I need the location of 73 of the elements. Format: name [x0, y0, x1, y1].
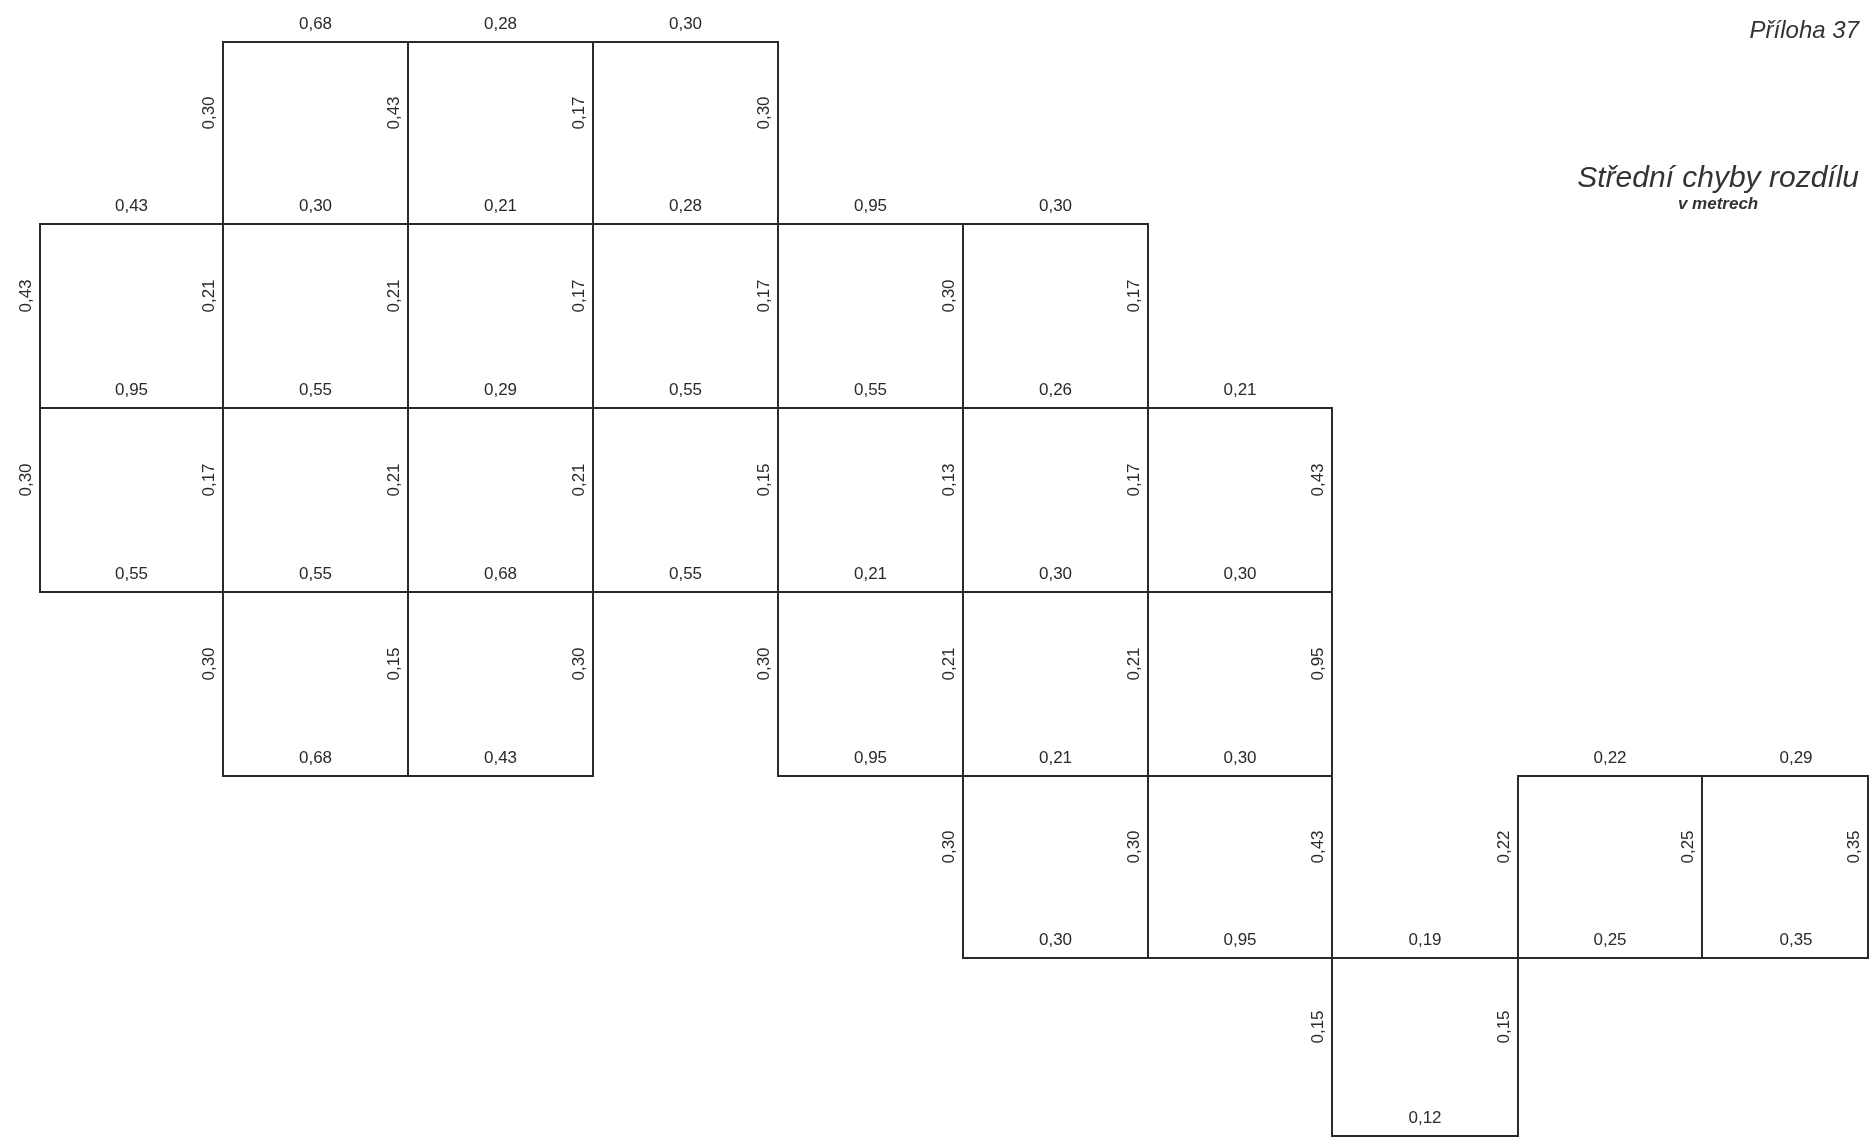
value-label: 0,22 — [1495, 830, 1513, 864]
value-label: 0,21 — [1038, 749, 1073, 767]
value-label: 0,17 — [570, 279, 588, 313]
value-label: 0,30 — [668, 15, 703, 33]
value-label: 0,25 — [1593, 931, 1627, 949]
value-label: 0,28 — [483, 15, 518, 33]
value-label: 0,22 — [1593, 749, 1627, 767]
value-label: 0,30 — [940, 830, 958, 864]
value-label: 0,30 — [755, 647, 773, 681]
value-label: 0,21 — [853, 565, 888, 583]
value-label: 0,55 — [668, 565, 703, 583]
value-label: 0,68 — [298, 15, 333, 33]
value-label: 0,17 — [1125, 279, 1143, 313]
value-label: 0,21 — [1125, 647, 1143, 681]
value-label: 0,30 — [1038, 197, 1073, 215]
value-label: 0,17 — [570, 96, 588, 130]
value-label: 0,21 — [385, 279, 403, 313]
value-label: 0,15 — [385, 647, 403, 681]
value-label: 0,55 — [298, 565, 333, 583]
value-label: 0,43 — [385, 96, 403, 130]
value-label: 0,30 — [1038, 565, 1073, 583]
value-label: 0,19 — [1408, 931, 1442, 949]
value-label: 0,15 — [755, 463, 773, 497]
value-label: 0,43 — [483, 749, 518, 767]
value-label: 0,55 — [114, 565, 149, 583]
value-label: 0,15 — [1495, 1010, 1513, 1044]
value-label: 0,21 — [1223, 381, 1257, 399]
value-label: 0,25 — [1679, 830, 1697, 864]
value-label: 0,30 — [200, 647, 218, 681]
value-label: 0,28 — [668, 197, 703, 215]
value-label: 0,68 — [483, 565, 518, 583]
value-label: 0,35 — [1845, 830, 1863, 864]
value-label: 0,30 — [1223, 565, 1257, 583]
value-label: 0,30 — [298, 197, 333, 215]
value-label: 0,17 — [755, 279, 773, 313]
value-label: 0,21 — [200, 279, 218, 313]
value-label: 0,35 — [1779, 931, 1813, 949]
value-label: 0,21 — [483, 197, 518, 215]
value-label: 0,29 — [1779, 749, 1813, 767]
annex-number: Příloha 37 — [1749, 16, 1859, 44]
value-label: 0,95 — [1223, 931, 1257, 949]
value-label: 0,95 — [853, 749, 888, 767]
value-label: 0,43 — [114, 197, 149, 215]
value-label: 0,95 — [853, 197, 888, 215]
value-label: 0,17 — [1125, 463, 1143, 497]
value-label: 0,21 — [570, 463, 588, 497]
value-label: 0,30 — [755, 96, 773, 130]
value-label: 0,30 — [570, 647, 588, 681]
value-label: 0,30 — [1038, 931, 1073, 949]
value-label: 0,30 — [200, 96, 218, 130]
value-label: 0,21 — [940, 647, 958, 681]
value-label: 0,43 — [1309, 463, 1327, 497]
value-label: 0,15 — [1309, 1010, 1327, 1044]
unit-subtitle: v metrech — [1677, 194, 1759, 214]
value-label: 0,95 — [114, 381, 149, 399]
value-label: 0,26 — [1038, 381, 1073, 399]
value-label: 0,30 — [17, 463, 35, 497]
title: Střední chyby rozdílu — [1577, 160, 1859, 194]
value-label: 0,12 — [1408, 1109, 1442, 1127]
value-label: 0,30 — [1125, 830, 1143, 864]
value-label: 0,17 — [200, 463, 218, 497]
value-label: 0,43 — [17, 279, 35, 313]
value-label: 0,30 — [1223, 749, 1257, 767]
value-label: 0,55 — [298, 381, 333, 399]
value-label: 0,43 — [1309, 830, 1327, 864]
value-label: 0,30 — [940, 279, 958, 313]
value-label: 0,68 — [298, 749, 333, 767]
value-label: 0,55 — [853, 381, 888, 399]
value-label: 0,95 — [1309, 647, 1327, 681]
value-label: 0,55 — [668, 381, 703, 399]
value-label: 0,29 — [483, 381, 518, 399]
value-label: 0,13 — [940, 463, 958, 497]
value-label: 0,21 — [385, 463, 403, 497]
